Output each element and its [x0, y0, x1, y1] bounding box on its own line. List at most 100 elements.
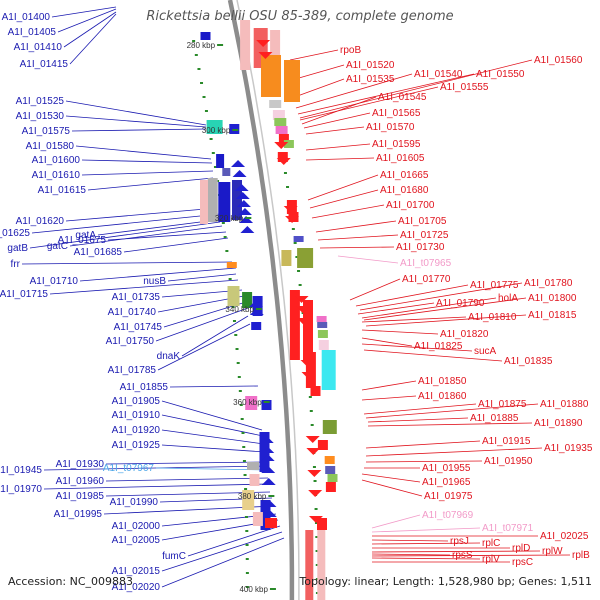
- gene-label-rplc[interactable]: rplC: [482, 538, 500, 549]
- gene-label-a1i-02025[interactable]: A1I_02025: [540, 531, 589, 542]
- gene-label-a1i-01715[interactable]: A1I_01715: [0, 289, 48, 300]
- gene-label-a1i-01525[interactable]: A1I_01525: [16, 96, 65, 107]
- gene-label-a1i-01880[interactable]: A1I_01880: [540, 399, 589, 410]
- gene-label-a1i-01890[interactable]: A1I_01890: [534, 418, 583, 429]
- gene-label-a1i-01860[interactable]: A1I_01860: [418, 391, 467, 402]
- gene-label-a1i-01775[interactable]: A1I_01775: [470, 280, 519, 291]
- gene-label-a1i-01825[interactable]: A1I_01825: [414, 341, 463, 352]
- gene-label-a1i-01960[interactable]: A1I_01960: [56, 476, 105, 487]
- gene-label-a1i-01740[interactable]: A1I_01740: [108, 307, 157, 318]
- gene-label-a1i-01540[interactable]: A1I_01540: [414, 69, 463, 80]
- gene-label-a1i-01835[interactable]: A1I_01835: [504, 356, 553, 367]
- gene-label-a1i-t07967[interactable]: A1I_t07967: [103, 463, 155, 474]
- gene-label-rpsj[interactable]: rpsJ: [450, 536, 469, 547]
- gene-label-a1i-01955[interactable]: A1I_01955: [422, 463, 471, 474]
- gene-label-a1i-t07965[interactable]: A1I_t07965: [400, 258, 452, 269]
- gene-label-a1i-01810[interactable]: A1I_01810: [468, 312, 517, 323]
- gene-label-a1i-01685[interactable]: A1I_01685: [74, 247, 123, 258]
- gene-label-a1i-01570[interactable]: A1I_01570: [366, 122, 415, 133]
- gene-label-a1i-01855[interactable]: A1I_01855: [120, 382, 169, 393]
- gene-label-a1i-01680[interactable]: A1I_01680: [380, 185, 429, 196]
- gene-label-a1i-01725[interactable]: A1I_01725: [400, 230, 449, 241]
- gene-label-a1i-01600[interactable]: A1I_01600: [32, 155, 81, 166]
- gene-label-a1i-01620[interactable]: A1I_01620: [16, 216, 65, 227]
- gene-label-a1i-01785[interactable]: A1I_01785: [108, 365, 157, 376]
- gene-label-a1i-01920[interactable]: A1I_01920: [112, 425, 161, 436]
- gene-label-a1i-02015[interactable]: A1I_02015: [112, 566, 161, 577]
- gene-label-fumc[interactable]: fumC: [162, 551, 186, 562]
- gene-label-a1i-01995[interactable]: A1I_01995: [54, 509, 103, 520]
- gene-label-a1i-01520[interactable]: A1I_01520: [346, 60, 395, 71]
- gene-label-a1i-01925[interactable]: A1I_01925: [112, 440, 161, 451]
- gene-label-a1i-01705[interactable]: A1I_01705: [398, 216, 447, 227]
- gene-label-a1i-01985[interactable]: A1I_01985: [56, 491, 105, 502]
- gene-label-a1i-01850[interactable]: A1I_01850: [418, 376, 467, 387]
- gene-label-a1i-01565[interactable]: A1I_01565: [372, 108, 421, 119]
- gene-label-a1i-01560[interactable]: A1I_01560: [534, 55, 583, 66]
- gene-label-a1i-01970[interactable]: A1I_01970: [0, 484, 42, 495]
- gene-label-dnak[interactable]: dnaK: [157, 351, 181, 362]
- gene-label-a1i-01790[interactable]: A1I_01790: [436, 298, 485, 309]
- gene-label-a1i-01580[interactable]: A1I_01580: [26, 141, 75, 152]
- gene-label-a1i-01945[interactable]: A1I_01945: [0, 465, 42, 476]
- gene-label-a1i-01815[interactable]: A1I_01815: [528, 310, 577, 321]
- gene-label-a1i-01730[interactable]: A1I_01730: [396, 242, 445, 253]
- gene-label-a1i-01820[interactable]: A1I_01820: [440, 329, 489, 340]
- gene-label-a1i-01915[interactable]: A1I_01915: [482, 436, 531, 447]
- gene-label-suca[interactable]: sucA: [474, 346, 497, 357]
- gene-label-a1i-01610[interactable]: A1I_01610: [32, 170, 81, 181]
- gene-label-a1i-01410[interactable]: A1I_01410: [14, 42, 63, 53]
- gene-label-a1i-01770[interactable]: A1I_01770: [402, 274, 451, 285]
- gene-label-a1i-01535[interactable]: A1I_01535: [346, 74, 395, 85]
- gene-label-a1i-01550[interactable]: A1I_01550: [476, 69, 525, 80]
- gene-label-a1i-01530[interactable]: A1I_01530: [16, 111, 65, 122]
- gene-label-a1i-02000[interactable]: A1I_02000: [112, 521, 161, 532]
- gene-label-a1i-01885[interactable]: A1I_01885: [470, 413, 519, 424]
- gene-label-a1i-01780[interactable]: A1I_01780: [524, 278, 573, 289]
- gene-label-rplb[interactable]: rplB: [572, 550, 590, 561]
- gene-label-a1i-t07971[interactable]: A1I_t07971: [482, 523, 534, 534]
- gene-label-a1i-01665[interactable]: A1I_01665: [380, 170, 429, 181]
- gene-label-a1i-01965[interactable]: A1I_01965: [422, 477, 471, 488]
- gene-label-a1i-01875[interactable]: A1I_01875: [478, 399, 527, 410]
- gene-label-a1i-01575[interactable]: A1I_01575: [22, 126, 71, 137]
- gene-label-rpld[interactable]: rplD: [512, 543, 530, 554]
- gene-label-rpsc[interactable]: rpsC: [512, 557, 533, 568]
- gene-label-a1i-01735[interactable]: A1I_01735: [112, 292, 161, 303]
- gene-label-nusb[interactable]: nusB: [143, 276, 166, 287]
- gene-label-a1i-01415[interactable]: A1I_01415: [20, 59, 69, 70]
- gene-label-a1i-01675[interactable]: A1I_01675: [58, 235, 107, 246]
- gene-label-a1i-01405[interactable]: A1I_01405: [8, 27, 57, 38]
- gene-label-a1i-01700[interactable]: A1I_01700: [386, 200, 435, 211]
- gene-label-a1i-01935[interactable]: A1I_01935: [544, 443, 593, 454]
- gene-label-a1i-01545[interactable]: A1I_01545: [378, 92, 427, 103]
- gene-label-a1i-01555[interactable]: A1I_01555: [440, 82, 489, 93]
- gene-label-a1i-01950[interactable]: A1I_01950: [484, 456, 533, 467]
- gene-label-a1i-01800[interactable]: A1I_01800: [528, 293, 577, 304]
- gene-label-a1i-t07969[interactable]: A1I_t07969: [422, 510, 474, 521]
- gene-label-a1i-01975[interactable]: A1I_01975: [424, 491, 473, 502]
- gene-label-a1i-01615[interactable]: A1I_01615: [38, 185, 87, 196]
- gene-label-gatb[interactable]: gatB: [7, 243, 28, 254]
- gene-label-a1i-01750[interactable]: A1I_01750: [106, 336, 155, 347]
- gene-label-gata[interactable]: gatA: [75, 230, 96, 241]
- gene-label-a1i-02005[interactable]: A1I_02005: [112, 535, 161, 546]
- gene-label-frr[interactable]: frr: [11, 259, 21, 270]
- gene-label-hola[interactable]: holA: [498, 293, 518, 304]
- gene-label-a1i-01400[interactable]: A1I_01400: [2, 12, 51, 23]
- gene-label-a1i-01625[interactable]: A1I_01625: [0, 228, 30, 239]
- gene-label-a1i-01910[interactable]: A1I_01910: [112, 410, 161, 421]
- gene-label-a1i-01930[interactable]: A1I_01930: [56, 459, 105, 470]
- gene-label-a1i-02020[interactable]: A1I_02020: [112, 582, 161, 593]
- gene-label-a1i-01745[interactable]: A1I_01745: [114, 322, 163, 333]
- gene-label-a1i-01990[interactable]: A1I_01990: [110, 497, 159, 508]
- gene-label-a1i-01595[interactable]: A1I_01595: [372, 139, 421, 150]
- gene-label-rpss[interactable]: rpsS: [452, 550, 473, 561]
- gene-label-rpob[interactable]: rpoB: [340, 45, 361, 56]
- gene-label-gatc[interactable]: gatC: [47, 241, 68, 252]
- gene-label-a1i-01605[interactable]: A1I_01605: [376, 153, 425, 164]
- gene-label-rplw[interactable]: rplW: [542, 546, 563, 557]
- gene-label-rplv[interactable]: rplV: [482, 554, 500, 565]
- gene-label-a1i-01710[interactable]: A1I_01710: [30, 276, 79, 287]
- gene-label-a1i-01905[interactable]: A1I_01905: [112, 396, 161, 407]
